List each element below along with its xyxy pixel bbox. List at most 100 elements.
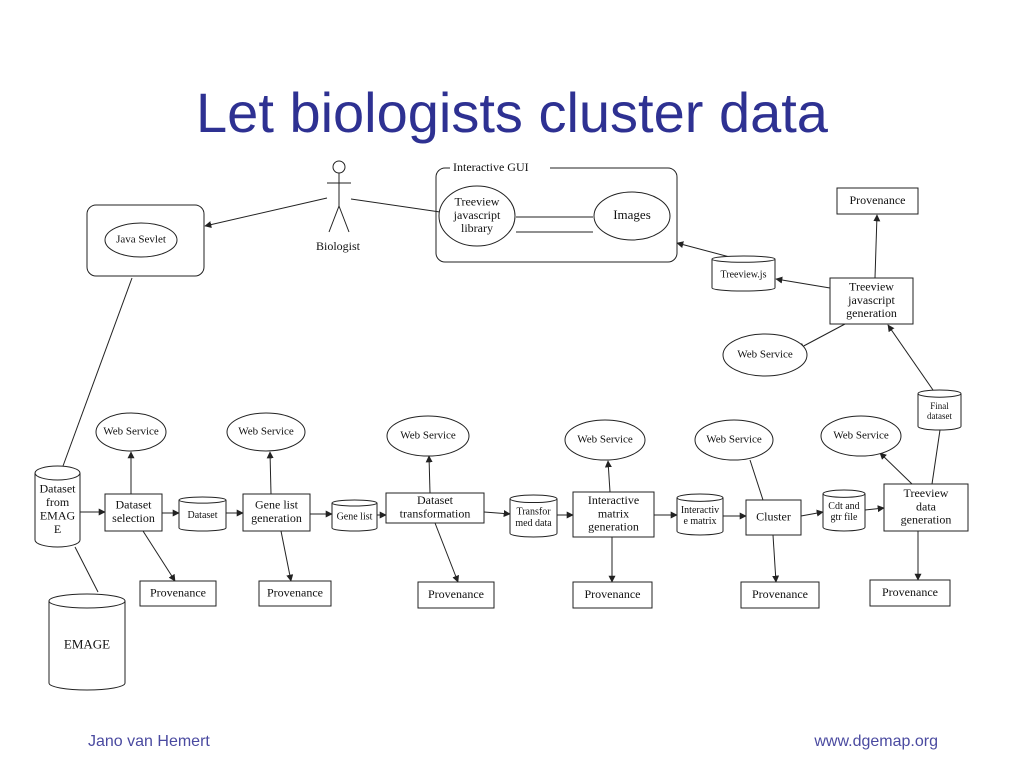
biologist-to-servlet [204,197,328,229]
to-web-service [879,452,913,485]
node-label: dataset [927,411,952,421]
provenance-cluster: Provenance [740,581,820,609]
emage-to-dataset [74,546,99,593]
node-label: Cdt and [828,501,859,512]
node-label: Interactiv [681,505,719,516]
images-node: Images [593,191,671,241]
node-label: Biologist [316,239,361,253]
node-label: Web Service [833,430,889,442]
to-provenance [142,530,176,582]
node-label: Interactive [588,493,639,507]
node-label: data [916,499,937,513]
node-label: Final [930,401,949,411]
web-service-tvjs: Web Service [722,333,808,377]
node-label: library [461,221,493,235]
biologist-actor: Biologist [316,160,361,253]
web-service-transformation: Web Service [386,415,470,457]
node-label: Provenance [752,587,808,601]
node-label: matrix [598,506,629,520]
node-label: Images [613,207,651,222]
node-label: med data [515,518,552,529]
final-to-tvdata [931,429,941,485]
tvjs-to-provenance [873,214,881,279]
pipe-arrow [483,510,511,518]
web-service-tvdata: Web Service [820,415,902,457]
biologist-to-gui [350,198,441,213]
node-label: Dataset [40,482,77,496]
node-label: Gene list [255,498,299,512]
provenance-transformation: Provenance [417,581,495,609]
node-label: Web Service [577,434,633,446]
pipe-arrow [800,509,824,517]
node-label: Provenance [267,585,323,599]
node-label: Web Service [103,426,159,438]
node-label: Treeview [455,194,500,208]
node-label: generation [901,513,952,527]
web-service-selection: Web Service [95,412,167,452]
pipe-arrow [864,505,885,513]
tvjs-to-store [775,276,831,289]
node-label: Treeview.js [721,269,767,280]
footer-url: www.dgemap.org [814,733,938,750]
node-label: javascript [453,208,501,222]
node-label: gtr file [831,512,858,523]
gene-list-store: Gene list [331,499,378,532]
emage-database: EMAGE [48,593,126,691]
node-label: Cluster [756,509,791,523]
java-servlet-node: Java Sevlet [104,222,178,258]
tvjs-to-webservice [797,323,846,350]
treeview-js-store: Treeview.js [711,255,776,292]
web-service-cluster: Web Service [694,419,774,461]
to-provenance [434,522,459,583]
node-label: Web Service [238,426,294,438]
slide-title: Let biologists cluster data [196,81,828,144]
interactive-gui-container: Interactive GUI [435,160,678,263]
to-web-service [425,455,433,494]
node-label: selection [112,511,155,525]
interactive-matrix-store: Interactive matrix [676,493,724,536]
final-to-tvjs [887,324,934,391]
node-label: EMAG [40,508,76,522]
node-label: Provenance [585,587,641,601]
node-label: javascript [847,293,895,307]
to-web-service [604,460,612,493]
node-label: E [54,522,61,536]
node-label: generation [588,520,639,534]
node-label: Dataset [417,493,454,507]
provenance-matrix: Provenance [572,581,653,609]
web-service-genelist: Web Service [226,412,306,452]
node-label: Treeview [904,486,949,500]
to-web-service [749,459,764,501]
dataset-store: Dataset [178,496,227,532]
node-label: Web Service [400,430,456,442]
node-label: Treeview [849,279,894,293]
to-web-service [266,451,274,495]
node-label: Web Service [737,349,793,361]
footer-author: Jano van Hemert [88,733,210,750]
node-label: from [46,495,70,509]
to-provenance [280,530,294,582]
node-label: generation [846,306,897,320]
node-label: Java Sevlet [116,234,166,246]
web-service-matrix: Web Service [564,419,646,461]
node-label: Dataset [116,498,153,512]
node-label: Gene list [337,511,373,522]
servlet-to-emage-dataset [62,277,133,467]
provenance-top-right: Provenance [836,187,919,215]
node-label: Provenance [150,585,206,599]
node-label: EMAGE [64,636,110,651]
provenance-selection: Provenance [139,580,217,607]
gui-label: Interactive GUI [453,160,529,174]
to-provenance [772,534,780,583]
